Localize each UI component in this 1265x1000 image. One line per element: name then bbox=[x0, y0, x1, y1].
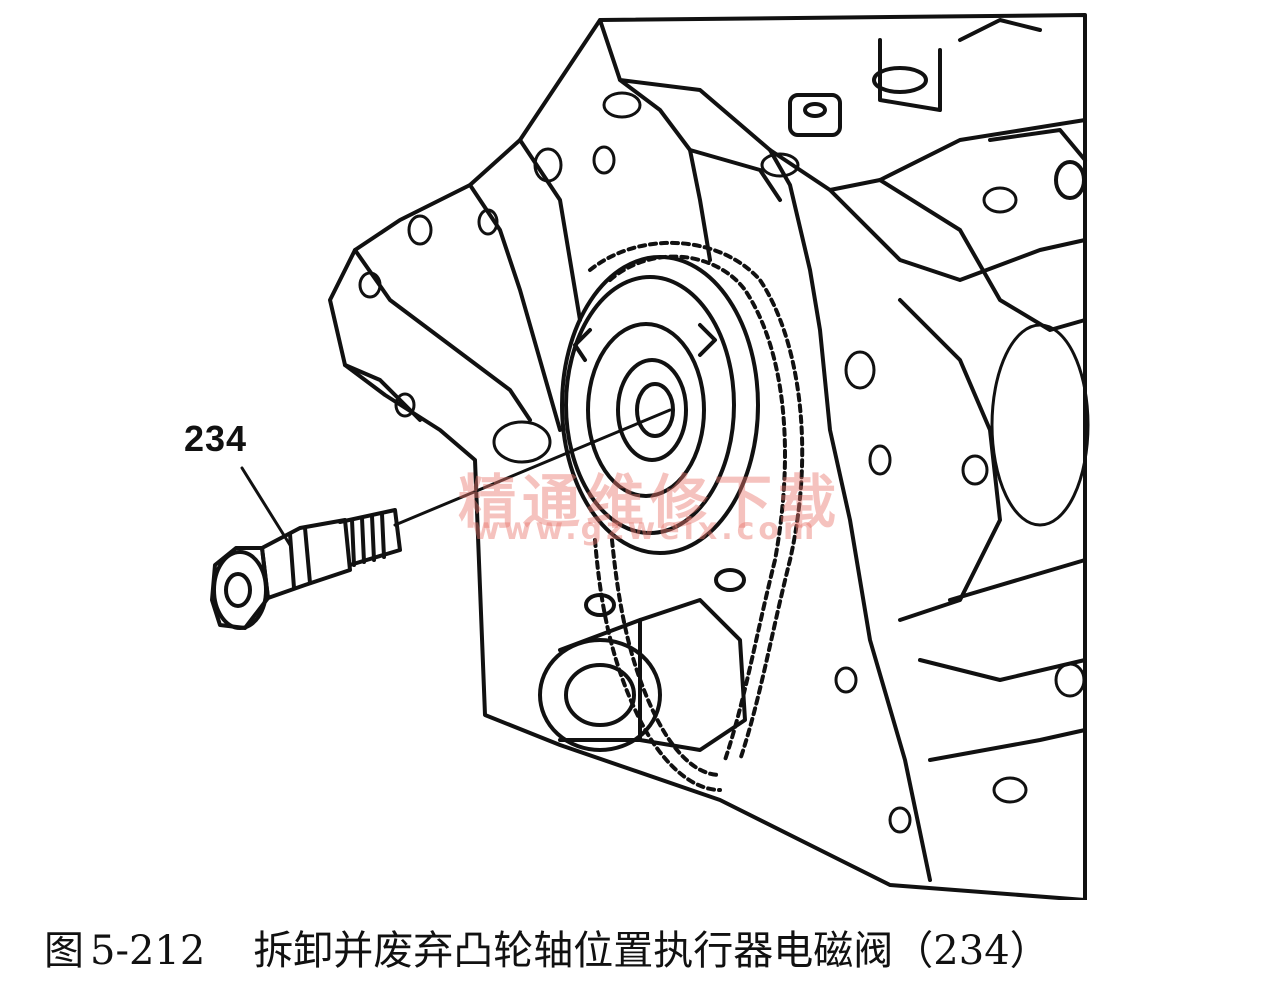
crankshaft-sprocket bbox=[538, 568, 747, 752]
solenoid-valve bbox=[210, 508, 402, 630]
callout-234: 234 bbox=[184, 418, 248, 459]
watermark-text: 精通维修下载 bbox=[458, 468, 843, 536]
caption-text: 拆卸并废弃凸轮轴位置执行器电磁阀（234） bbox=[253, 928, 1050, 974]
engine-diagram bbox=[210, 13, 1090, 900]
callout-leader bbox=[240, 466, 292, 547]
caption-number: 5-212 bbox=[90, 928, 206, 974]
caption-prefix: 图 bbox=[44, 928, 84, 974]
bolt-holes bbox=[358, 91, 1090, 834]
watermark-url: www.gzweix.com bbox=[472, 512, 819, 547]
leader-line bbox=[393, 408, 672, 527]
timing-chain bbox=[588, 240, 805, 792]
engine-block bbox=[328, 13, 1087, 900]
